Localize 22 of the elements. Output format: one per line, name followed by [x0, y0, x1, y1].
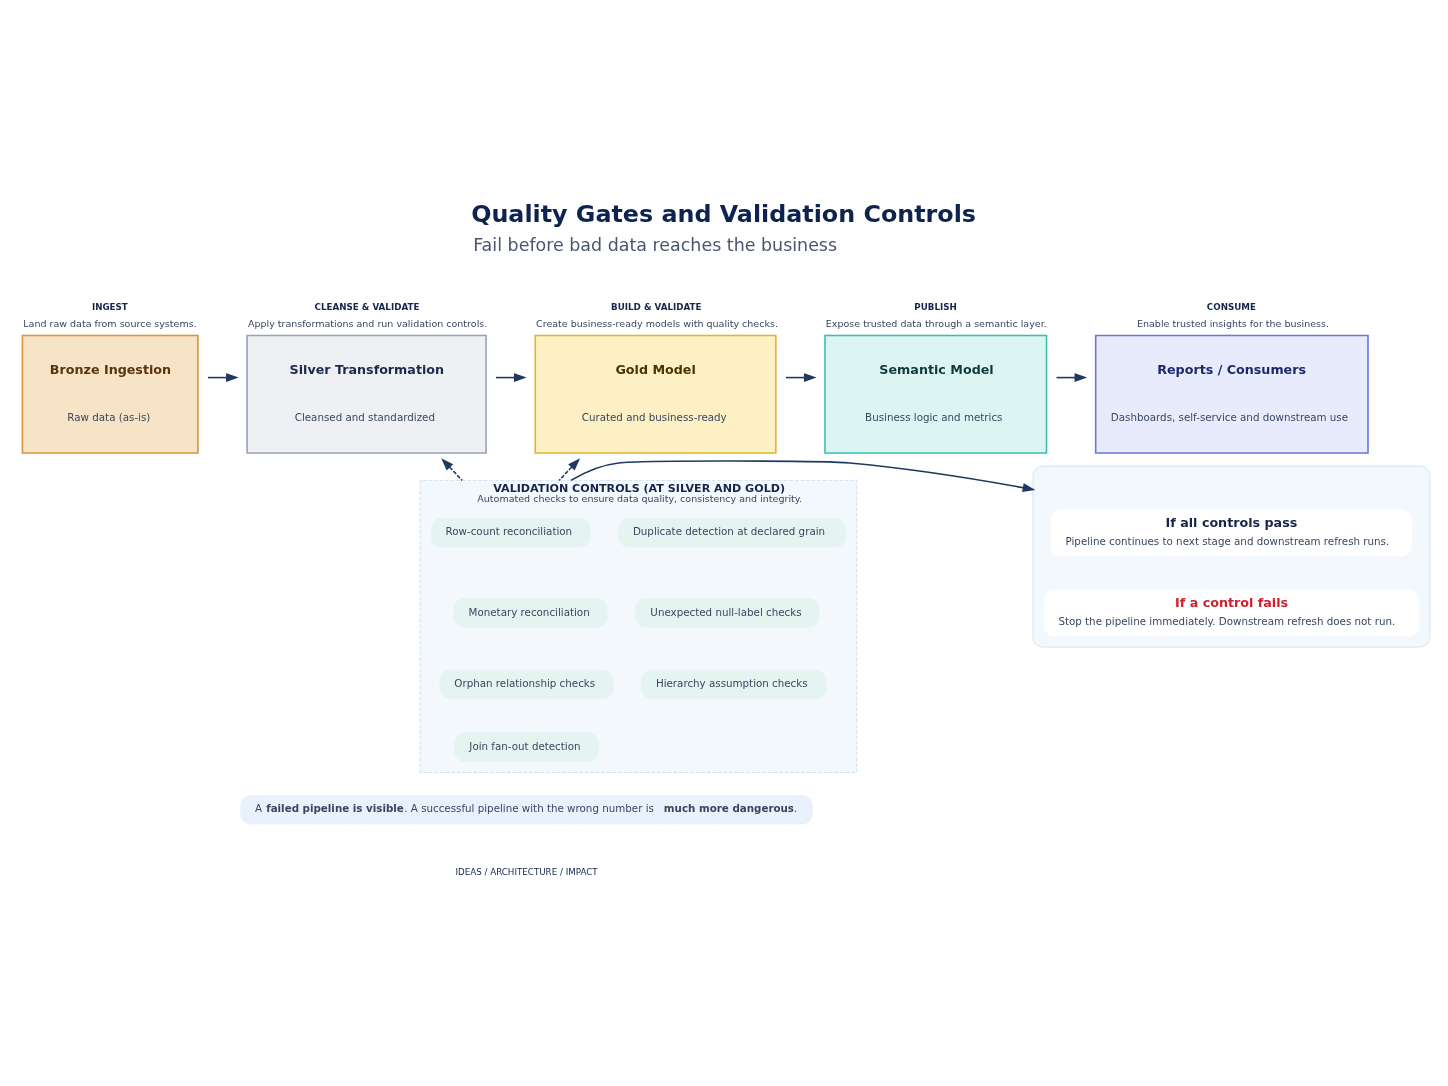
node-label: INGEST	[91, 301, 128, 312]
arrow	[495, 372, 527, 382]
node-label: CLEANSE & VALIDATE	[314, 301, 420, 312]
node-label: Expose trusted data through a semantic layer.	[825, 317, 1047, 329]
label: IDEAS / ARCHITECTURE / IMPACT	[455, 866, 598, 877]
node-label: Create business-ready models with quality checks.	[536, 317, 778, 329]
node-label: CONSUME	[1206, 301, 1256, 312]
diagram-title: Quality Gates and Validation Controls	[471, 199, 976, 228]
arrow	[441, 457, 463, 481]
node-label: Enable trusted insights for the business.	[1136, 317, 1330, 329]
label: Fail before bad data reaches the business	[473, 234, 838, 255]
arrow	[207, 372, 239, 382]
arrow	[785, 372, 817, 382]
arrow	[570, 459, 1036, 492]
arrow	[558, 457, 581, 481]
node-box: A failed pipeline is visible. A successful pipeline with the wrong number is much more dangerous.	[240, 794, 813, 824]
node-label: BUILD & VALIDATE	[611, 301, 702, 312]
node-label: Apply transformations and run validation controls.	[247, 317, 488, 329]
arrow	[1055, 372, 1088, 382]
cluster	[1032, 465, 1431, 647]
node-label: Land raw data from source systems.	[23, 317, 197, 329]
node-label: PUBLISH	[914, 301, 957, 312]
